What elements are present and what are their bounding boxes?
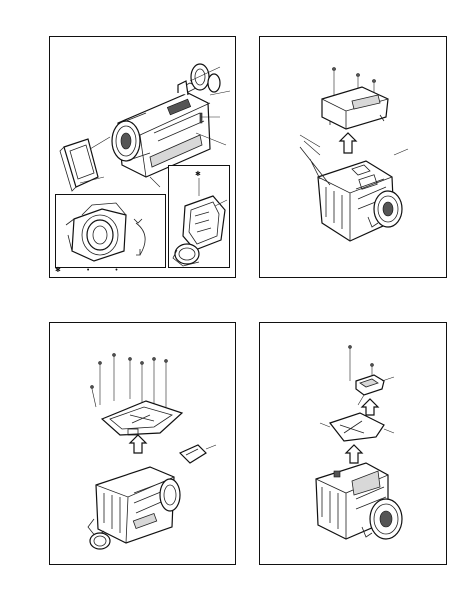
legend-symbol-1: ✱ bbox=[55, 267, 61, 274]
up-arrow-2 bbox=[344, 444, 364, 464]
eyecup-parts bbox=[177, 63, 231, 124]
eyecup bbox=[89, 532, 111, 550]
top-plate-exploded-view bbox=[87, 353, 217, 550]
screws bbox=[90, 353, 168, 408]
diagram-panel-4 bbox=[259, 322, 447, 565]
lens-hood bbox=[59, 138, 99, 192]
top-plate bbox=[319, 412, 395, 442]
legend-symbol-3: • bbox=[115, 267, 118, 274]
up-arrow-1 bbox=[360, 398, 380, 416]
eyecup-removal-detail: ✱ bbox=[172, 170, 228, 267]
diagram-panel-3 bbox=[49, 322, 236, 565]
svg-text:✱: ✱ bbox=[195, 170, 201, 178]
lens-barrel bbox=[111, 112, 151, 162]
camcorder-exploded-view bbox=[59, 63, 231, 192]
small-bracket bbox=[355, 374, 395, 406]
up-arrow bbox=[338, 132, 358, 154]
lens-front bbox=[159, 478, 181, 512]
top-cover bbox=[321, 86, 389, 130]
eyecup-detail-inset: ✱ bbox=[168, 165, 230, 268]
bracket-exploded-view bbox=[315, 345, 403, 540]
legend-symbol-2: • bbox=[86, 267, 90, 274]
lens-front bbox=[367, 190, 403, 228]
diagram-panel-2 bbox=[259, 36, 447, 278]
diagram-panel-1: ✱ ✱ • • bbox=[49, 36, 236, 278]
lens-hood-rotation-detail bbox=[65, 202, 146, 262]
legend: ✱ • • bbox=[55, 267, 142, 275]
lens-front bbox=[361, 498, 403, 540]
top-cover-exploded-view bbox=[299, 67, 409, 242]
up-arrow bbox=[128, 434, 148, 454]
lens-hood-detail-inset bbox=[55, 194, 166, 268]
top-plate bbox=[100, 400, 184, 436]
screws bbox=[348, 345, 374, 381]
side-bracket bbox=[178, 444, 217, 464]
camcorder-chassis bbox=[87, 466, 175, 544]
